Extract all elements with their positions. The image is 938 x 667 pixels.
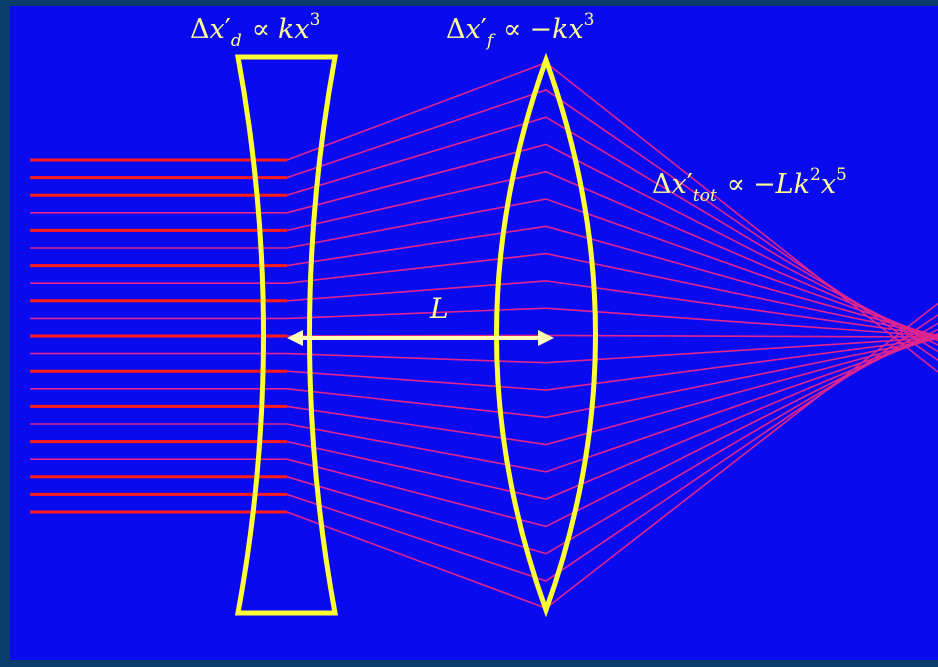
diverging-lens-label: Δx′d∝kx3: [190, 10, 320, 51]
refracted-ray: [286, 280, 938, 337]
separation-label: L: [429, 292, 449, 325]
refracted-ray: [286, 89, 938, 361]
refracted-ray: [286, 337, 938, 446]
refracted-ray: [286, 336, 938, 364]
separation-arrow-head-left: [287, 330, 303, 346]
refracted-ray: [286, 335, 938, 473]
refracted-ray: [286, 337, 938, 391]
refracted-ray: [286, 225, 938, 337]
total-aberration-label: Δx′tot∝−Lk2x5: [652, 165, 847, 206]
diagram-background: [10, 6, 938, 660]
refracted-ray: [286, 307, 938, 337]
refracted-ray: [286, 314, 938, 582]
refracted-ray: [286, 198, 938, 339]
left-border: [0, 0, 10, 667]
diverging-lens: [235, 54, 338, 616]
lens-group: [235, 52, 598, 618]
top-border: [0, 0, 938, 6]
refracted-ray: [286, 337, 938, 419]
refracted-ray: [286, 322, 938, 555]
refracted-ray: [286, 143, 938, 346]
bottom-border: [0, 660, 938, 667]
separation-arrow-head-right: [538, 330, 554, 346]
ray-group: [30, 61, 938, 610]
refracted-ray: [286, 170, 938, 342]
refracted-ray: [286, 333, 938, 500]
refracted-ray: [286, 116, 938, 353]
separation-arrow: [287, 330, 554, 346]
focusing-lens-label: Δx′f∝−kx3: [446, 10, 595, 51]
refracted-ray: [286, 252, 938, 337]
focusing-lens: [494, 52, 598, 618]
refracted-ray: [286, 328, 938, 528]
